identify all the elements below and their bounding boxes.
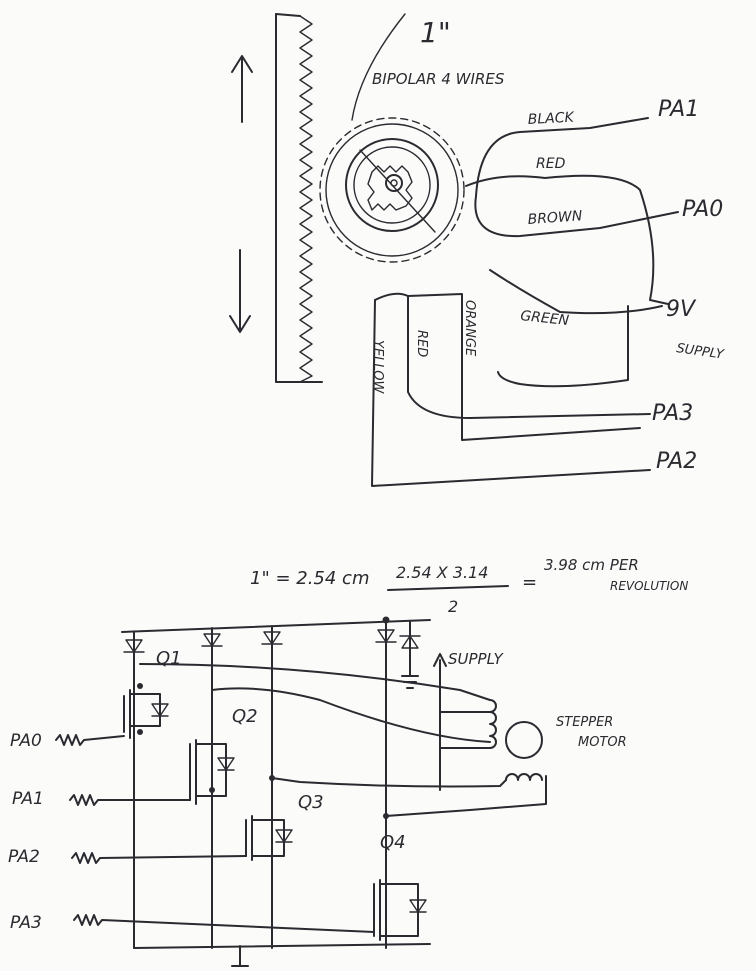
red-wire	[465, 174, 669, 305]
supply-label: SUPPLY	[448, 650, 505, 668]
brown-wire	[474, 195, 679, 238]
rack-teeth	[299, 15, 313, 383]
orange-label: ORANGE	[462, 300, 477, 357]
motor-body	[345, 138, 439, 232]
coil-line-q2	[211, 687, 491, 743]
supply-label-top: SUPPLY	[675, 341, 725, 363]
mosfet-q2	[189, 739, 235, 805]
q1-label: Q1	[156, 648, 182, 669]
ground-rail	[133, 943, 431, 949]
fraction-bar	[387, 585, 509, 591]
motor-shaft	[385, 174, 403, 192]
gear-rim	[325, 123, 459, 257]
gate-resistor-pa1	[69, 794, 191, 806]
motor-type-label: BIPOLAR 4 WIRES	[372, 70, 505, 88]
formula-denominator: 2	[448, 597, 458, 616]
input-pa1-label: PA1	[12, 789, 44, 809]
formula-equals: =	[522, 572, 537, 593]
gate-resistor-pa0	[55, 734, 125, 746]
formula-result: 3.98 cm PER	[544, 556, 639, 574]
red-wire-2	[407, 295, 651, 419]
green-wire	[489, 269, 663, 315]
q3-label: Q3	[298, 792, 324, 813]
gear-teeth	[319, 117, 465, 263]
q2-label: Q2	[232, 706, 258, 727]
motor-coil-a	[489, 699, 497, 749]
yellow-label: YELLOW	[370, 340, 385, 394]
gate-resistor-pa3	[73, 914, 375, 933]
green-label: GREEN	[520, 308, 571, 329]
rack-body	[275, 13, 323, 383]
red-label: RED	[536, 156, 566, 172]
brown-label: BROWN	[527, 208, 583, 228]
supply-voltage-label: 9V	[666, 297, 697, 322]
port-pa3-label: PA3	[652, 401, 693, 426]
rotor-windings	[367, 165, 413, 211]
inch-conversion: 1" = 2.54 cm	[250, 568, 370, 589]
black-label: BLACK	[527, 110, 576, 128]
driver-schematic	[55, 616, 547, 967]
orange-wire	[407, 293, 641, 441]
motor-label: STEPPER	[556, 715, 613, 730]
mosfet-q1	[123, 683, 169, 739]
yellow-wire	[371, 299, 651, 487]
rack-and-pinion	[229, 13, 465, 383]
formula-result-line2: REVOLUTION	[610, 579, 688, 593]
input-pa2-label: PA2	[8, 847, 40, 867]
formula-numerator: 2.54 X 3.14	[396, 563, 488, 582]
motor-coil-b	[505, 773, 543, 781]
coil-line-q1	[139, 663, 491, 701]
dimension-label: 1"	[420, 16, 451, 49]
input-pa3-label: PA3	[10, 913, 42, 933]
port-pa1-label: PA1	[658, 97, 699, 122]
port-pa2-label: PA2	[656, 449, 697, 474]
q4-label: Q4	[380, 832, 406, 853]
coil-line-q3	[271, 777, 507, 788]
motor-wiring	[371, 117, 679, 487]
dimension-leader	[351, 13, 406, 121]
supply-rail	[121, 619, 431, 633]
motor-label-2: MOTOR	[578, 735, 627, 750]
mosfet-q3	[245, 775, 293, 861]
coil-line-q4	[385, 775, 547, 817]
motor-rotor-symbol	[505, 721, 543, 759]
mosfet-q4	[373, 813, 427, 941]
input-pa0-label: PA0	[10, 731, 42, 751]
red-label-2: RED	[414, 330, 429, 357]
port-pa0-label: PA0	[682, 197, 723, 222]
gate-resistor-pa2	[71, 852, 247, 864]
